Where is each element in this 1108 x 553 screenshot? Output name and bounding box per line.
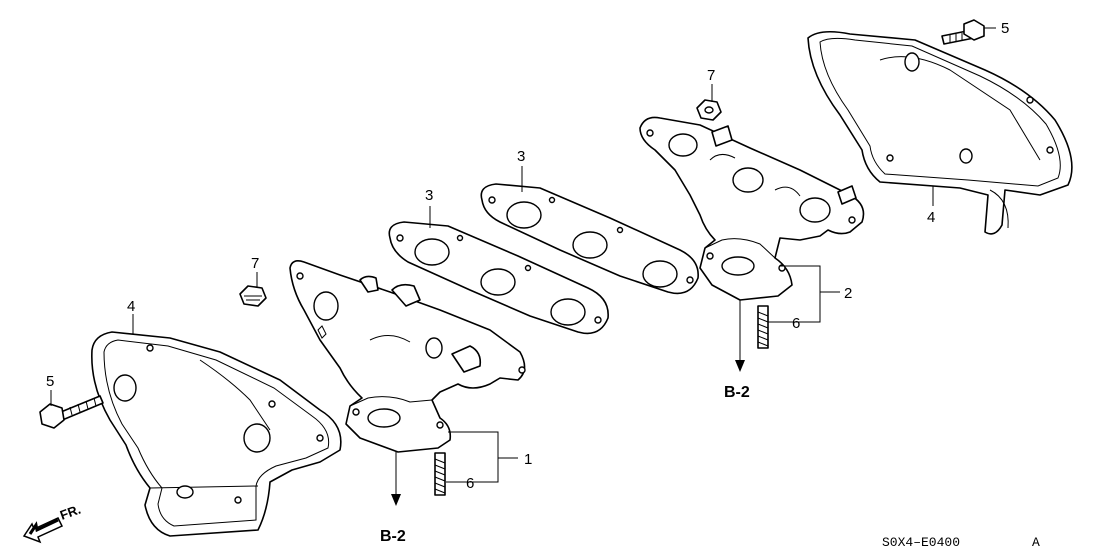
heat-shield-right	[807, 30, 1073, 235]
callout-6-right: 6	[792, 315, 800, 332]
bolt-left	[39, 395, 104, 429]
bolt-right	[941, 19, 985, 45]
ref-b2-right: B-2	[724, 384, 750, 401]
stud-right	[757, 305, 769, 349]
diagram-code: S0X4–E0400	[882, 535, 960, 550]
leader-lines	[50, 27, 996, 506]
callout-6-left: 6	[466, 475, 474, 492]
nut-left	[239, 285, 267, 307]
direction-label: FR.	[58, 502, 83, 523]
callout-5-left: 5	[46, 373, 54, 390]
ref-b2-left: B-2	[380, 528, 406, 545]
callout-1: 1	[524, 451, 532, 468]
exhaust-manifold-right	[639, 116, 865, 301]
front-direction-arrow: FR.	[22, 502, 83, 544]
exhaust-manifold-left	[289, 260, 526, 453]
gasket-right	[480, 183, 699, 295]
nut-right	[696, 99, 722, 121]
heat-shield-left	[91, 331, 342, 537]
callout-4-right: 4	[927, 209, 935, 226]
stud-left	[434, 452, 446, 496]
callout-4-left: 4	[127, 298, 135, 315]
callout-3-upper: 3	[517, 148, 525, 165]
callout-7-right: 7	[707, 67, 715, 84]
callout-3-lower: 3	[425, 187, 433, 204]
diagram-suffix: A	[1032, 535, 1040, 550]
callout-2: 2	[844, 285, 852, 302]
gasket-left	[388, 221, 609, 335]
callout-7-left: 7	[251, 255, 259, 272]
callout-5-right: 5	[1001, 20, 1009, 37]
